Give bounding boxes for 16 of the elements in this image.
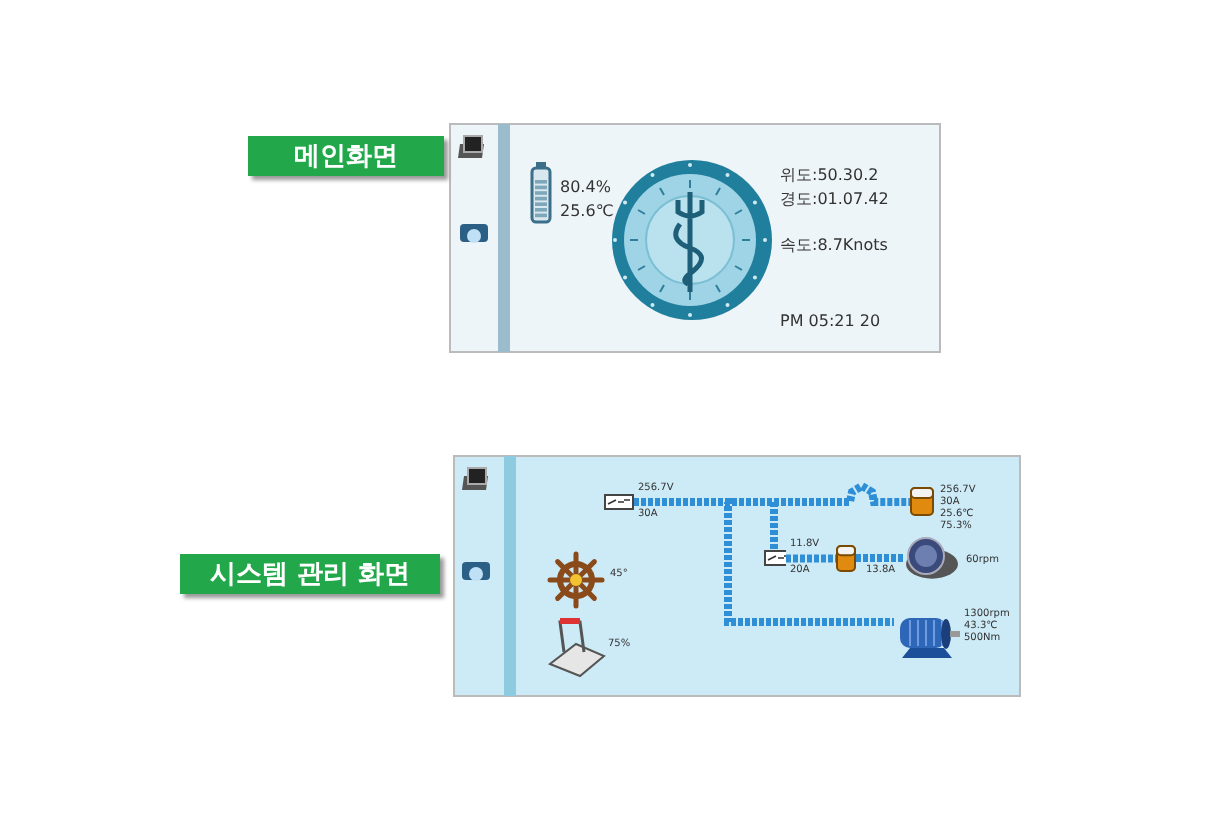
reading-text: 80.4% [560,178,611,196]
power-line [634,498,894,626]
battery-icon [836,544,856,572]
reading-text: 경도:01.07.42 [780,190,889,208]
title-tab: 시스템 관리 화면 [180,554,440,594]
fan-icon [904,536,960,580]
reading-text: 위도:50.30.2 [780,166,879,184]
converter-box [604,494,634,510]
reading-text: 25.6℃ [560,202,614,220]
reading-text: 속도:8.7Knots [780,236,888,254]
power-line [786,554,836,563]
converter-box [764,550,786,568]
title-tab: 메인화면 [248,136,444,176]
reading-text: PM 05:21 20 [780,312,881,330]
power-line [856,554,904,562]
battery-icon [910,486,934,516]
